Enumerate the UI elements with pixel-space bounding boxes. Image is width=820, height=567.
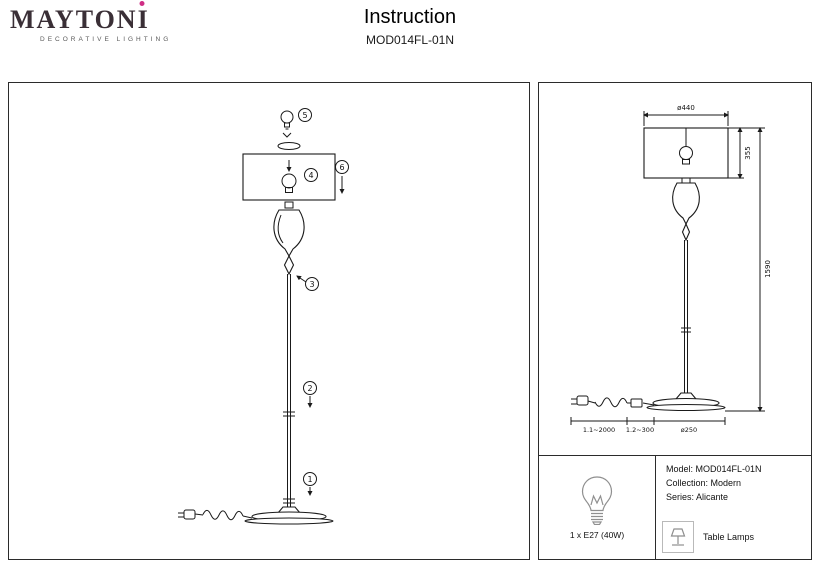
power-cord [178, 509, 253, 521]
svg-text:6: 6 [339, 163, 344, 172]
dimension-panel: ø440 355 [539, 83, 811, 455]
pole-joint [283, 411, 295, 417]
pole [681, 240, 691, 393]
down-chevron-icon [282, 132, 292, 138]
svg-text:1: 1 [307, 475, 312, 484]
step-marker-4: 4 [304, 168, 318, 182]
cord-coil [202, 509, 244, 521]
svg-text:2: 2 [307, 384, 312, 393]
dim-total-height: 1590 [725, 127, 772, 412]
logo-letter-i: I [138, 1, 150, 33]
step-marker-2: 2 [303, 381, 317, 408]
logo-dot-icon [139, 1, 145, 6]
dimension-diagram: ø440 355 [570, 104, 772, 434]
product-info-cell: Model: MOD014FL-01N Collection: Modern S… [656, 456, 811, 559]
bulb-spec-cell: 1 x E27 (40W) [539, 456, 656, 559]
glass-element [273, 201, 305, 276]
svg-text:1590: 1590 [764, 260, 772, 278]
svg-text:ø440: ø440 [677, 104, 695, 112]
step-marker-5: 5 [298, 108, 312, 122]
svg-text:1.1~2000: 1.1~2000 [583, 426, 615, 434]
glass-finial [283, 254, 295, 276]
page-title: Instruction [363, 6, 457, 28]
lamp-base [244, 506, 334, 525]
shade-ring [277, 142, 301, 150]
svg-text:1.2~300: 1.2~300 [626, 426, 654, 434]
svg-text:3: 3 [309, 280, 314, 289]
lampshade [242, 153, 336, 201]
step-marker-6: 6 [335, 160, 349, 194]
spec-box: 1 x E27 (40W) Model: MOD014FL-01N Collec… [539, 455, 811, 559]
cord-coil [594, 397, 628, 408]
step-marker-1: 1 [303, 472, 317, 496]
logo-main: MAYTON [10, 5, 138, 34]
assembly-panel: 5 4 6 [8, 82, 530, 560]
spec-series: Series: Alicante [666, 492, 729, 502]
pole [283, 274, 295, 507]
lamp-base [646, 392, 726, 412]
lamp-type-label: Table Lamps [703, 532, 755, 542]
glass-element [672, 177, 700, 242]
power-cord [571, 395, 655, 408]
dim-bottom: 1.1~2000 1.2~300 ø250 [570, 417, 726, 434]
svg-text:ø250: ø250 [681, 426, 697, 434]
plug-icon [183, 509, 196, 520]
light-bulb-icon [581, 476, 613, 525]
inline-switch-icon [630, 398, 643, 408]
dim-shade-diameter: ø440 [643, 104, 729, 126]
dim-shade-height: 355 [728, 127, 752, 179]
spec-collection: Collection: Modern [666, 478, 742, 488]
top-bulb-icon [280, 110, 294, 130]
model-number: MOD014FL-01N [365, 33, 455, 47]
exploded-diagram: 5 4 6 [178, 108, 349, 525]
svg-text:355: 355 [744, 146, 752, 159]
svg-text:5: 5 [302, 111, 307, 120]
pole-joint [283, 498, 295, 504]
title-block: Instruction MOD014FL-01N [0, 6, 820, 47]
svg-text:4: 4 [308, 171, 313, 180]
lamp-type-icon-box [662, 521, 694, 553]
dimension-spec-panel: ø440 355 [538, 82, 812, 560]
logo-tagline: DECORATIVE LIGHTING [40, 36, 172, 43]
bulb-spec: 1 x E27 (40W) [569, 530, 625, 540]
product-type-row: Table Lamps [662, 521, 754, 553]
spec-model: Model: MOD014FL-01N [666, 464, 762, 474]
lampshade [643, 127, 729, 179]
table-lamp-icon [670, 528, 686, 546]
step-marker-3: 3 [296, 275, 319, 291]
plug-icon [576, 395, 589, 406]
